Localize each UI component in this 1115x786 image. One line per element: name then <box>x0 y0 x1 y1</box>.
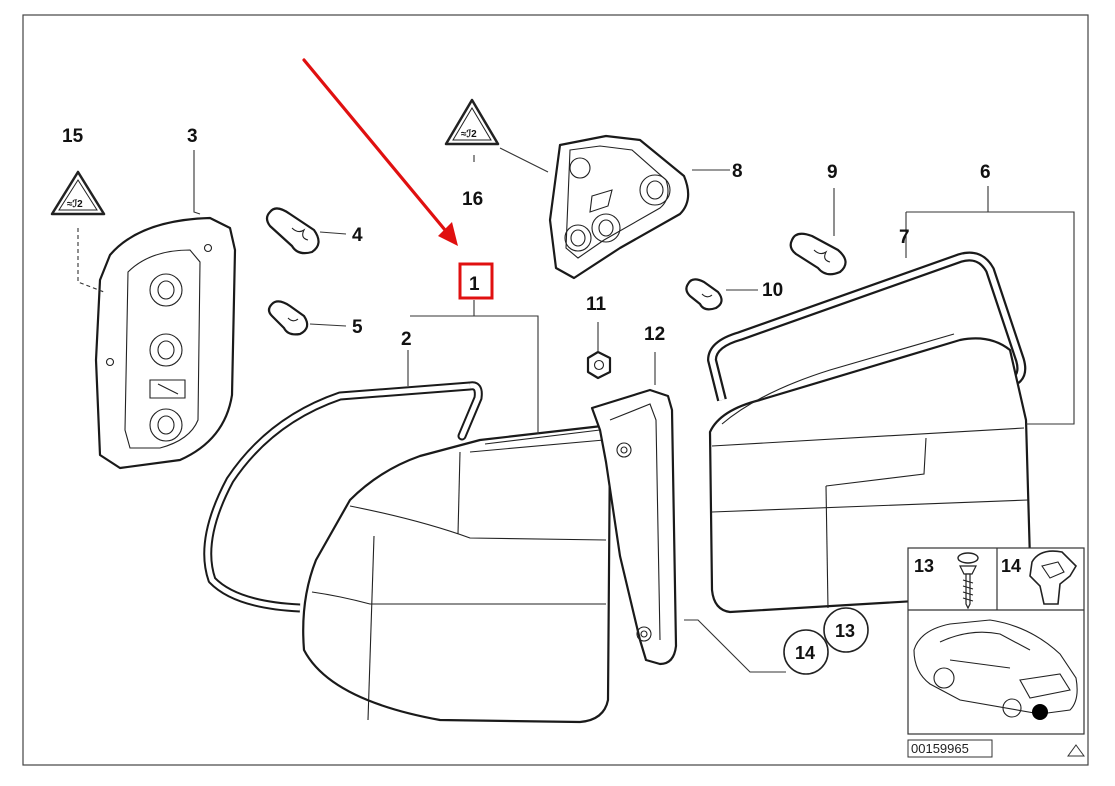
bulb-icon <box>789 232 847 276</box>
callout-11: 11 <box>586 294 607 315</box>
red-arrow-icon <box>302 58 458 246</box>
callout-2: 2 <box>401 329 412 350</box>
bulb-carrier-right <box>548 134 690 280</box>
gasket-left <box>203 381 483 613</box>
callout-5: 5 <box>352 317 363 338</box>
callout-16: 16 <box>462 189 483 210</box>
callout-1-highlight <box>458 262 494 300</box>
circle-callout-14: 14 <box>783 629 829 675</box>
inset-label-13: 13 <box>914 556 934 576</box>
inset-panel: 13 14 <box>907 547 1085 735</box>
callout-8: 8 <box>732 161 743 182</box>
svg-text:13: 13 <box>835 621 855 641</box>
bulb-icon <box>685 278 723 311</box>
svg-text:14: 14 <box>795 643 815 663</box>
svg-text:00159965: 00159965 <box>911 741 969 756</box>
circle-callout-13: 13 <box>823 607 869 653</box>
bulb-carrier-left <box>94 216 237 470</box>
tail-light-outer <box>302 424 612 724</box>
callout-6: 6 <box>980 162 991 183</box>
callout-1: 1 <box>469 274 480 295</box>
gasket-right <box>707 251 1027 402</box>
mounting-bracket <box>590 388 678 666</box>
svg-text:≈ℐ2: ≈ℐ2 <box>67 199 83 210</box>
callout-9: 9 <box>827 162 838 183</box>
inset-label-14: 14 <box>1001 556 1021 576</box>
warning-triangle-outline-icon <box>1067 744 1085 757</box>
callout-7: 7 <box>899 227 910 248</box>
screw-icon <box>957 552 979 610</box>
svg-text:≈ℐ2: ≈ℐ2 <box>461 129 477 140</box>
document-number: 00159965 <box>907 739 993 758</box>
tail-light-inner <box>708 333 1032 614</box>
warning-triangle-icon: ≈ℐ2 <box>444 98 500 146</box>
callout-12: 12 <box>644 324 665 345</box>
bulb-icon <box>267 300 309 336</box>
callout-3: 3 <box>187 126 198 147</box>
warning-triangle-icon: ≈ℐ2 <box>50 170 106 216</box>
callout-15: 15 <box>62 126 84 147</box>
bulb-icon <box>265 207 320 255</box>
nut-icon <box>586 350 612 380</box>
car-location-icon <box>913 619 1078 720</box>
callout-4: 4 <box>352 225 363 246</box>
leader-lines <box>77 147 1075 673</box>
callout-10: 10 <box>762 280 783 301</box>
clip-nut-icon <box>1029 550 1078 605</box>
